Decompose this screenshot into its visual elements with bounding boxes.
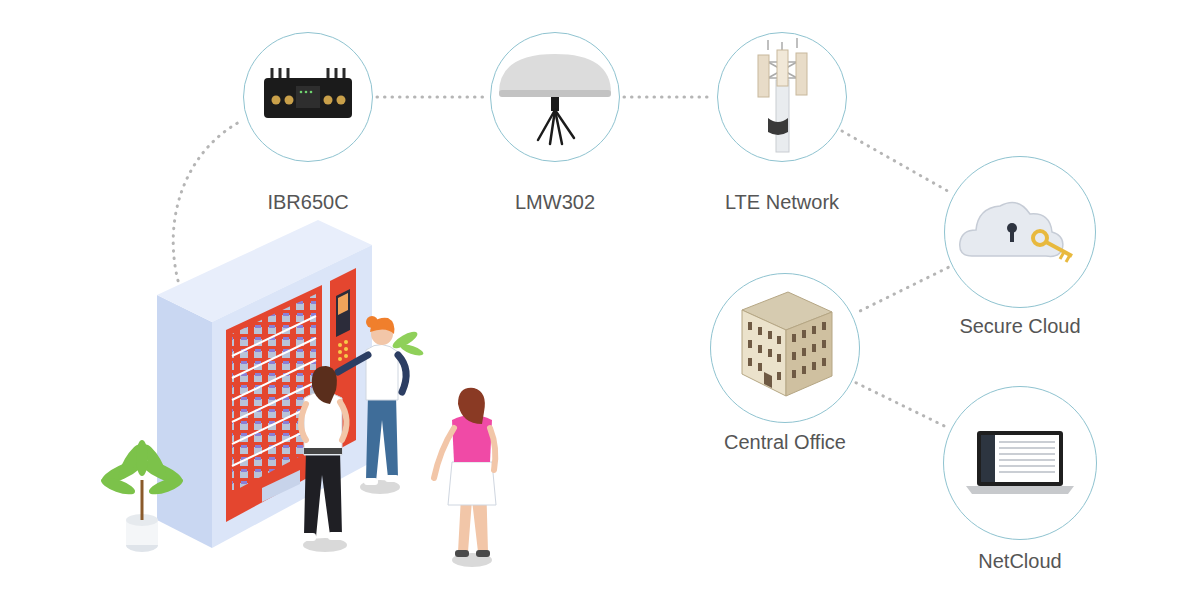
circle-frame [243,32,373,162]
circle-node: NetCloud [943,386,1097,573]
circle-frame [490,32,620,162]
node-label: LMW302 [515,190,595,214]
circle-frame [710,273,860,423]
tower-icon [758,38,807,152]
person [300,366,347,552]
circle-node: IBR650C [243,32,373,214]
circle-node: Secure Cloud [944,156,1096,338]
circle-frame [717,32,847,162]
node-label: Secure Cloud [959,314,1080,338]
dotted-connector [377,96,486,99]
circle-node: LMW302 [490,32,620,214]
dotted-connector [624,96,713,99]
circle-node: LTE Network [717,32,847,214]
node-label: Central Office [724,430,846,454]
dotted-connector [856,267,948,313]
dotted-connector [856,383,947,428]
node-label: IBR650C [267,190,348,214]
antenna-icon [499,54,611,144]
circle-frame [943,386,1097,540]
circle-node: Central Office [710,273,860,454]
node-label: LTE Network [725,190,839,214]
router-icon [264,68,352,118]
dotted-connector [842,131,950,192]
person [338,316,406,494]
potted-plant [99,440,185,552]
node-label: NetCloud [978,549,1061,573]
person [434,388,496,567]
building-icon [742,292,832,396]
laptop-icon [966,431,1074,494]
cloud-icon [960,202,1072,262]
circle-frame [944,156,1096,308]
vending-machine [157,220,372,548]
